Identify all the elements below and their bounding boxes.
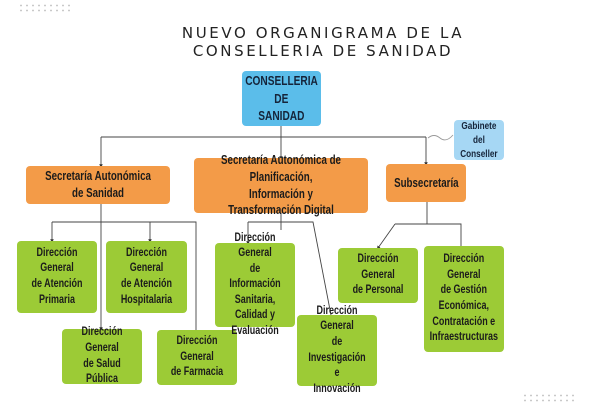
direccion-label: Dirección General de Investigación e Inn… (308, 304, 366, 395)
direccion-label: Dirección General de Gestión Económica, … (429, 253, 499, 344)
direccion-label: Dirección General de Atención Hospitalar… (120, 246, 173, 306)
secretaria-planificacion-box: Secretaría Autonómica de Planificación, … (194, 153, 368, 217)
secretaria-label: Subsecretaría (393, 175, 459, 190)
dg-gestion-economica-box: Dirección General de Gestión Económica, … (424, 246, 504, 352)
secretaria-label: Secretaría Autonómica de Sanidad (45, 169, 151, 200)
direccion-label: Dirección General de Farmacia (170, 335, 224, 379)
secretaria-label: Secretaría Autonómica de Planificación, … (221, 152, 341, 218)
direccion-label: Dirección General de Salud Pública (81, 326, 123, 386)
secretaria-sanidad-box: Secretaría Autonómica de Sanidad (26, 166, 170, 204)
subsecretaria-box: Subsecretaría (386, 164, 466, 202)
gabinete-label: Gabinete del Conseller (460, 119, 498, 161)
direccion-label: Dirección General de Información Sanitar… (229, 231, 281, 337)
dg-farmacia-box: Dirección General de Farmacia (157, 330, 237, 385)
direccion-label: Dirección General de Atención Primaria (31, 246, 83, 306)
dg-atencion-hospitalaria-box: Dirección General de Atención Hospitalar… (106, 241, 187, 313)
conselleria-label: CONSELLERIA DE SANIDAD (245, 73, 319, 124)
gabinete-box: Gabinete del Conseller (454, 120, 504, 160)
dg-personal-box: Dirección General de Personal (338, 248, 418, 303)
decorative-dots (522, 393, 574, 403)
dg-atencion-primaria-box: Dirección General de Atención Primaria (17, 241, 97, 313)
diagram-title-line2: CONSELLERIA DE SANIDAD (192, 42, 454, 60)
decorative-dots (18, 3, 70, 13)
direccion-label: Dirección General de Personal (352, 253, 404, 297)
diagram-title-line1: NUEVO ORGANIGRAMA DE LA (181, 24, 465, 42)
dg-informacion-sanitaria-box: Dirección General de Información Sanitar… (215, 232, 295, 337)
dg-investigacion-box: Dirección General de Investigación e Inn… (297, 305, 377, 395)
dg-salud-publica-box: Dirección General de Salud Pública (62, 326, 142, 385)
conselleria-box: CONSELLERIA DE SANIDAD (242, 71, 321, 126)
